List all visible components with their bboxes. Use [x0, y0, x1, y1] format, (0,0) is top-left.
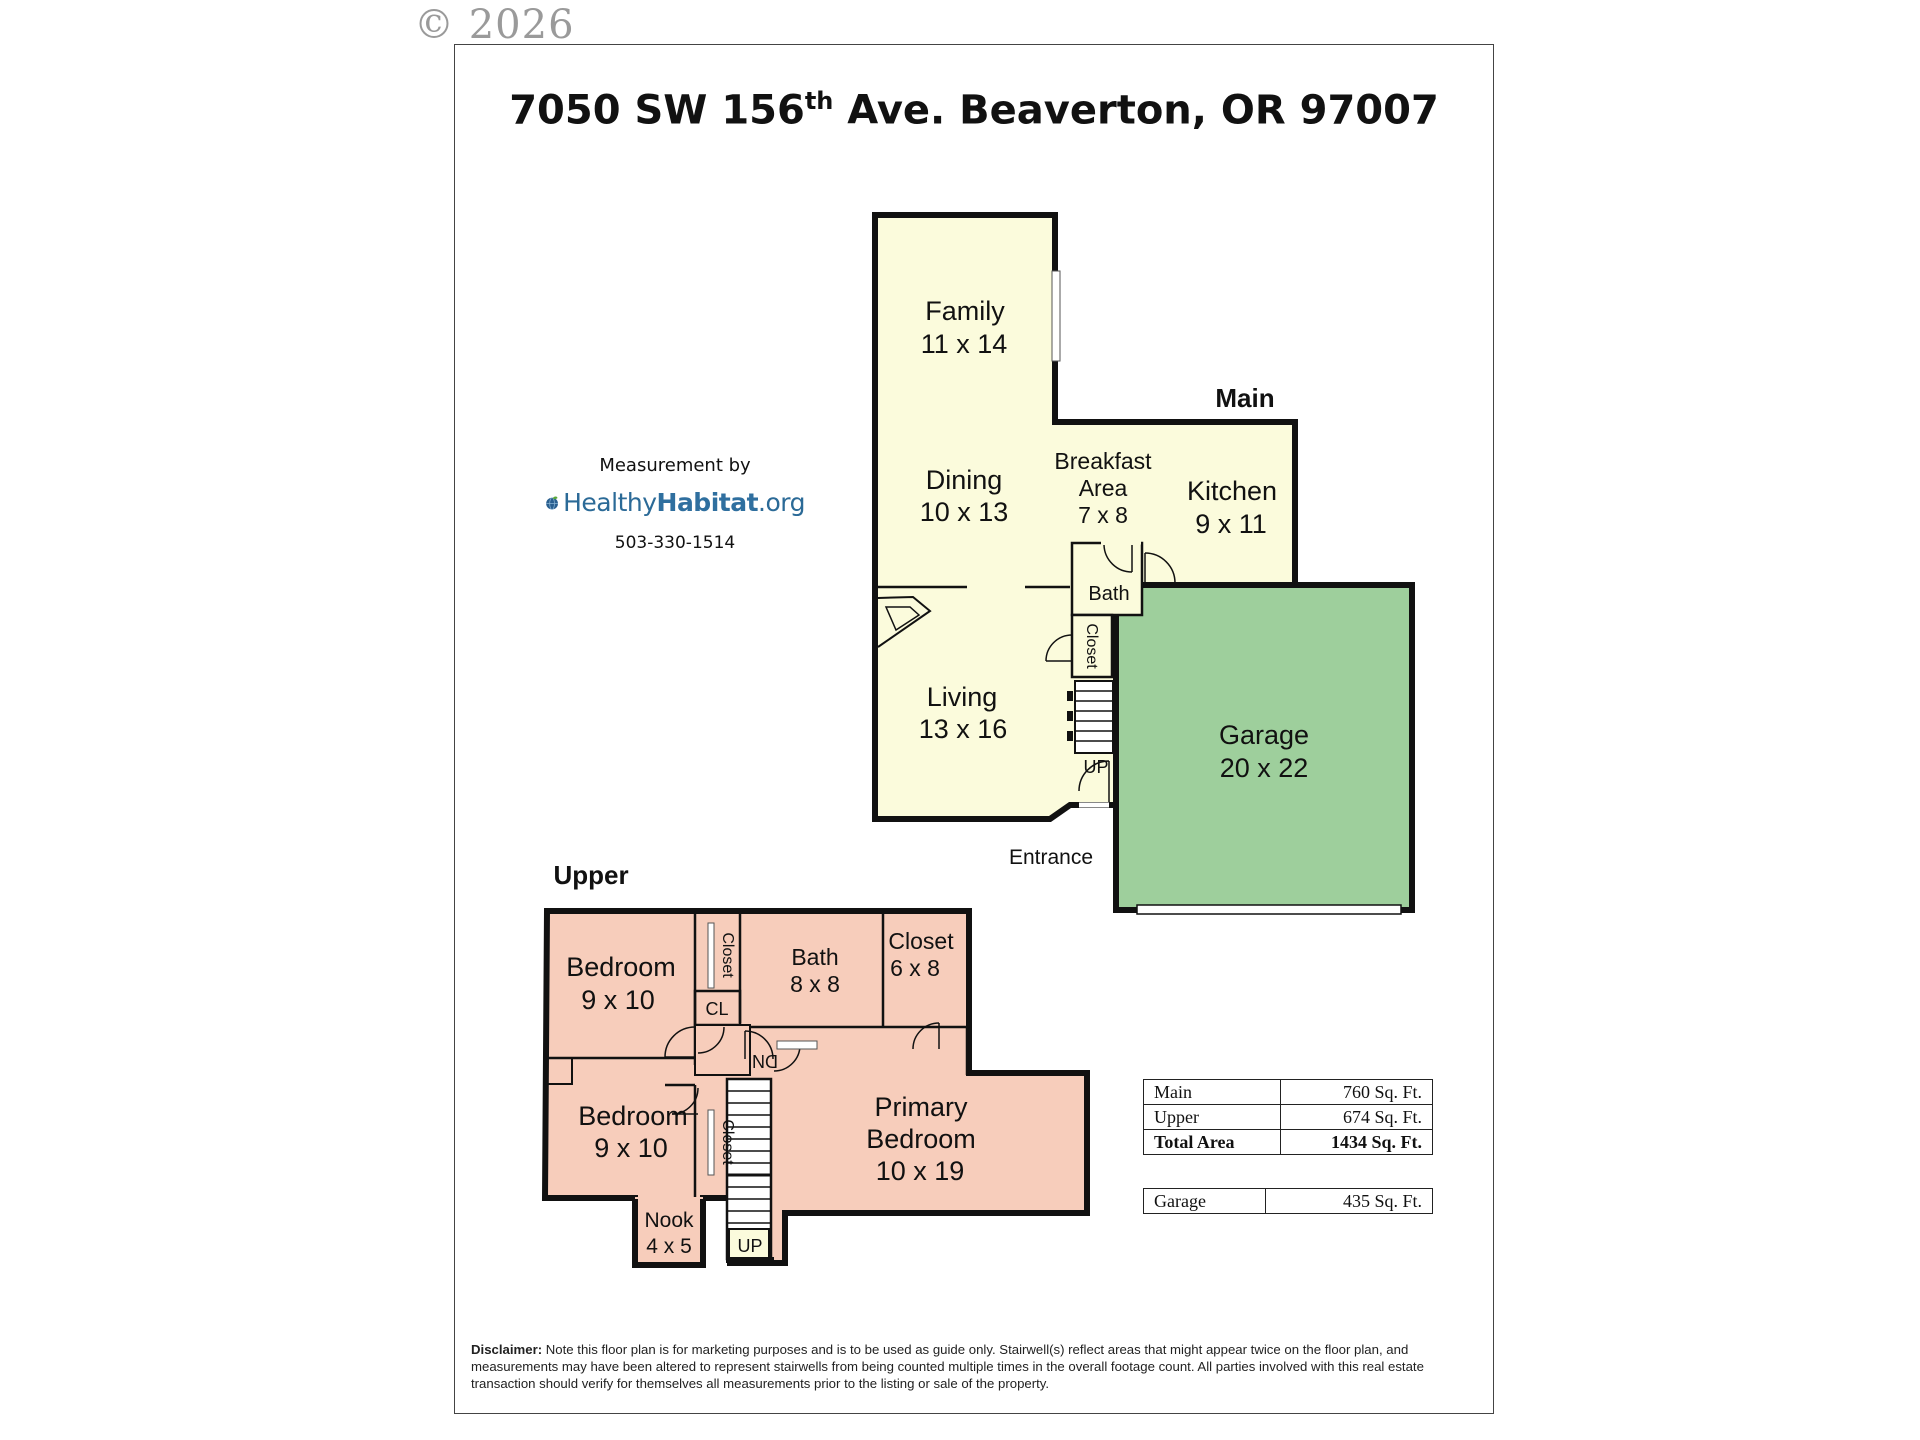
area-label: Main [1142, 1079, 1282, 1105]
bedroom-1-closet-label: Closet [719, 932, 736, 978]
main-floor-label: Main [1215, 383, 1274, 413]
upper-closet-door-swing [912, 1022, 940, 1050]
area-value: 435 Sq. Ft. [1264, 1188, 1434, 1214]
measurement-phone: 503-330-1514 [614, 533, 736, 553]
living-room-name: Living [927, 682, 998, 712]
garage-dims: 20 x 22 [1220, 753, 1309, 783]
breakfast-area-name-2: Area [1079, 475, 1128, 501]
cl-label: CL [705, 999, 728, 1019]
globe-leaf-icon [546, 495, 558, 510]
property-address: 7050 SW 156th Ave. Beaverton, OR 97007 [455, 87, 1493, 133]
upper-stairs-up-label: UP [737, 1236, 762, 1256]
area-row-main: Main 760 Sq. Ft. [1142, 1079, 1433, 1105]
bedroom-2-closet-label: Closet [719, 1119, 736, 1165]
area-label: Total Area [1142, 1129, 1282, 1155]
nook-name: Nook [644, 1209, 694, 1232]
main-stairs [1067, 680, 1114, 754]
bedroom-1-dims: 9 x 10 [581, 985, 655, 1015]
copyright-watermark: © 2026 [414, 2, 575, 48]
primary-bedroom-dims: 10 x 19 [876, 1156, 965, 1186]
healthy-habitat-logo: HealthyHabitat.org [545, 488, 805, 517]
dining-room-name: Dining [926, 465, 1003, 495]
upper-closet-dims: 6 x 8 [890, 955, 940, 981]
dining-room-dims: 10 x 13 [920, 497, 1009, 527]
area-row-total: Total Area 1434 Sq. Ft. [1142, 1129, 1433, 1155]
area-label: Garage [1143, 1188, 1266, 1214]
living-room-dims: 13 x 16 [919, 714, 1008, 744]
area-label: Upper [1142, 1104, 1282, 1130]
kitchen-dims: 9 x 11 [1195, 509, 1267, 539]
primary-bedroom-name-2: Bedroom [866, 1124, 976, 1154]
main-stairs-up-label: UP [1083, 757, 1108, 777]
kitchen-door-swing [1144, 552, 1176, 584]
floor-plan-sheet: 7050 SW 156th Ave. Beaverton, OR 97007 M… [454, 44, 1494, 1414]
upper-floor-label: Upper [553, 860, 628, 890]
garage-door [1136, 904, 1402, 915]
cl-door-swing [697, 1026, 725, 1054]
main-bath-door-swing [1103, 544, 1133, 573]
disclaimer-label: Disclaimer: [471, 1342, 543, 1357]
garage-outline [1113, 582, 1415, 913]
upper-bath-dims: 8 x 8 [790, 971, 840, 997]
area-value: 760 Sq. Ft. [1280, 1079, 1433, 1105]
main-bath-label: Bath [1088, 583, 1129, 605]
upper-floor: Upper Bedroom 9 x 10 Closet CL Bath 8 x … [541, 860, 1090, 1268]
closet-door-swing [1045, 634, 1073, 662]
floor-plan-drawing: Main Family 11 x 14 Dining 10 x 13 Break… [541, 212, 1415, 1268]
kitchen-name: Kitchen [1187, 476, 1277, 506]
stairs-down-label: DN [752, 1051, 778, 1071]
disclaimer: Disclaimer: Note this floor plan is for … [471, 1341, 1481, 1392]
entrance-label: Entrance [1009, 846, 1093, 869]
main-closet-walls [1070, 613, 1114, 679]
fireplace-icon [877, 595, 932, 648]
address-street: 7050 SW 156 [509, 87, 805, 134]
main-closet-label: Closet [1083, 623, 1100, 669]
upper-stairs [725, 1077, 774, 1263]
family-room-name: Family [925, 296, 1005, 326]
primary-bedroom-name-1: Primary [875, 1092, 968, 1122]
area-value: 1434 Sq. Ft. [1280, 1129, 1433, 1155]
address-city: Ave. Beaverton, OR 97007 [833, 87, 1439, 134]
garage-area-table: Garage 435 Sq. Ft. [1143, 1188, 1434, 1214]
upper-hallway [694, 1024, 751, 1076]
area-summary-table: Main 760 Sq. Ft. Upper 674 Sq. Ft. Total… [1142, 1079, 1433, 1155]
bedroom-1-name: Bedroom [566, 952, 676, 982]
family-room-dims: 11 x 14 [921, 329, 1008, 359]
measurement-credit: Measurement by HealthyHabitat.org 503-33… [545, 455, 805, 553]
address-ordinal: th [804, 87, 834, 115]
entry-door-swing [1078, 760, 1110, 792]
area-value: 674 Sq. Ft. [1280, 1104, 1433, 1130]
bedroom-2-name: Bedroom [578, 1101, 688, 1131]
breakfast-area-name-1: Breakfast [1054, 448, 1152, 474]
area-row-garage: Garage 435 Sq. Ft. [1143, 1188, 1434, 1214]
bed1-door-swing [664, 1026, 696, 1058]
breakfast-area-dims: 7 x 8 [1078, 502, 1128, 528]
family-window [1051, 270, 1061, 362]
measurement-by-label: Measurement by [599, 455, 751, 476]
bedroom-2-dims: 9 x 10 [594, 1133, 668, 1163]
garage-name: Garage [1219, 720, 1309, 750]
upper-bath-door-swing [744, 1030, 774, 1060]
main-floor: Main Family 11 x 14 Dining 10 x 13 Break… [872, 212, 1415, 915]
logo-wordmark: HealthyHabitat.org [563, 488, 805, 517]
nook-dims: 4 x 5 [646, 1235, 692, 1258]
area-row-upper: Upper 674 Sq. Ft. [1142, 1104, 1433, 1130]
upper-closet-name: Closet [888, 928, 954, 954]
disclaimer-text: Note this floor plan is for marketing pu… [471, 1342, 1424, 1391]
upper-bath-name: Bath [791, 944, 838, 970]
